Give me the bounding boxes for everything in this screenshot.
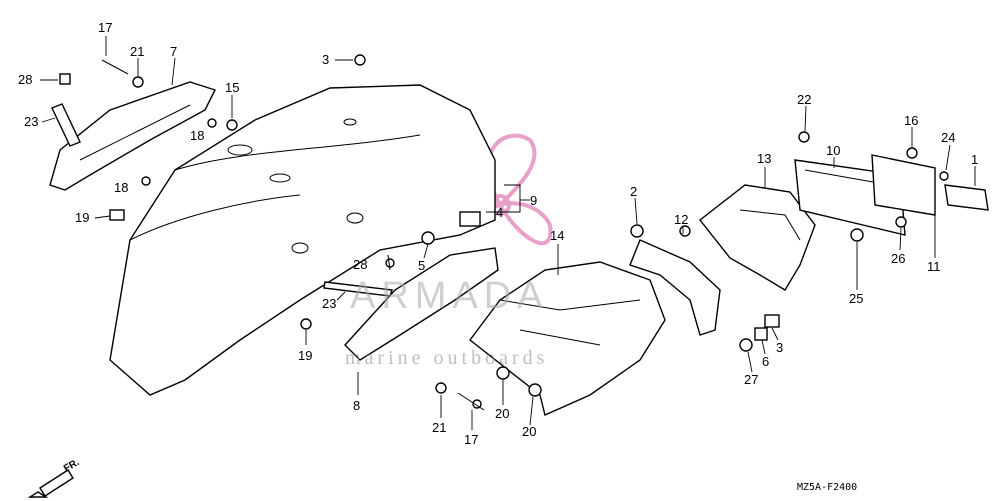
callout-17-bottom: 17	[464, 432, 478, 447]
callout-2: 2	[630, 184, 637, 199]
diagram-code: MZ5A-F2400	[797, 482, 857, 493]
callout-13: 13	[757, 151, 771, 166]
callout-3-top: 3	[322, 52, 329, 67]
callout-17-top: 17	[98, 20, 112, 35]
callout-26: 26	[891, 251, 905, 266]
front-direction-label: FR.	[62, 457, 82, 475]
reflector	[944, 184, 989, 211]
callout-10: 10	[826, 143, 840, 158]
callout-18-lower: 18	[114, 180, 128, 195]
callout-18-upper: 18	[190, 128, 204, 143]
hardware-nuts	[59, 54, 949, 409]
license-light-housing	[699, 184, 816, 291]
callout-19-mid: 19	[298, 348, 312, 363]
callout-28-mid: 28	[353, 257, 367, 272]
callout-12: 12	[674, 212, 688, 227]
reflector-plate	[871, 154, 936, 216]
lower-strap	[323, 281, 393, 297]
callout-23-mid: 23	[322, 296, 336, 311]
callout-4: 4	[496, 205, 503, 220]
callout-20-left: 20	[522, 424, 536, 439]
callout-24: 24	[941, 130, 955, 145]
front-direction-arrow: FR.	[27, 457, 82, 498]
callout-25: 25	[849, 291, 863, 306]
callout-1: 1	[971, 152, 978, 167]
callout-22: 22	[797, 92, 811, 107]
left-fender-bracket	[49, 81, 216, 191]
leader-lines	[40, 36, 976, 430]
watermark-tagline: marine outboards	[345, 347, 548, 369]
hardware-bolts	[101, 59, 485, 411]
callout-15: 15	[225, 80, 239, 95]
callout-14: 14	[550, 228, 564, 243]
license-stay	[629, 239, 721, 336]
callout-27: 27	[744, 372, 758, 387]
callout-21-top: 21	[130, 44, 144, 59]
callout-28-left: 28	[18, 72, 32, 87]
callout-23-left: 23	[24, 114, 38, 129]
callout-6: 6	[762, 354, 769, 369]
callout-7: 7	[170, 44, 177, 59]
callout-5: 5	[418, 258, 425, 273]
upper-strap	[51, 103, 81, 147]
callout-9: 9	[530, 193, 537, 208]
callout-labels: 17 21 7 28 23 15 18 18 19 3 9 4 5 28 23 …	[18, 20, 978, 447]
callout-16: 16	[904, 113, 918, 128]
callout-19-left: 19	[75, 210, 89, 225]
right-side-rail	[344, 247, 499, 361]
callout-3-right: 3	[776, 340, 783, 355]
callout-11: 11	[927, 259, 941, 274]
callout-20-right: 20	[495, 406, 509, 421]
callout-8: 8	[353, 398, 360, 413]
callout-21-bottom: 21	[432, 420, 446, 435]
watermark-brand: ARMADA	[350, 275, 549, 317]
